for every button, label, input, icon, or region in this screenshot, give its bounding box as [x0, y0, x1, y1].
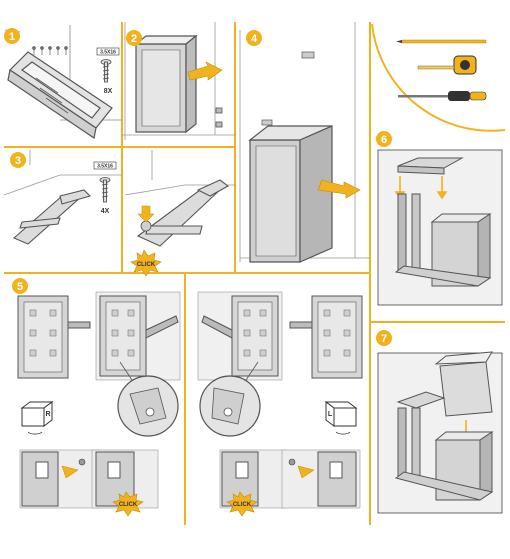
screw-icon — [100, 59, 112, 83]
slide-out-arrow — [317, 179, 361, 199]
step-badge-5: 5 — [12, 278, 28, 294]
svg-text:2: 2 — [131, 33, 137, 45]
step-badges: 1 2 3 4 5 6 7 — [4, 28, 392, 346]
insert-arrow — [187, 61, 223, 81]
bin-lifted — [434, 351, 493, 417]
rotate-left-icon: L — [324, 401, 358, 435]
step-badge-2: 2 — [126, 30, 142, 46]
click-label: CLICK — [137, 262, 156, 268]
click-burst — [130, 249, 162, 277]
panel-step-4 — [239, 22, 370, 263]
click-label: CLICK — [233, 502, 252, 508]
lid-frame — [397, 157, 464, 175]
pullout-frame — [7, 51, 113, 140]
screw-spec-box — [96, 47, 120, 56]
click-label: CLICK — [119, 502, 138, 508]
panel-step-3: 3.5X16 4X — [3, 150, 122, 245]
step-badge-1: 1 — [4, 28, 20, 44]
screw-row — [32, 46, 68, 55]
bin-empty — [134, 34, 198, 134]
step-badge-3: 3 — [10, 152, 26, 168]
svg-text:6: 6 — [381, 134, 387, 146]
screwdriver-icon — [398, 91, 487, 101]
rotate-label-r: R — [45, 411, 50, 418]
tape-measure-icon — [417, 55, 477, 75]
click-burst — [112, 491, 144, 517]
panel-step-3-click: CLICK — [124, 150, 235, 277]
pullout-frame-with-bin — [394, 391, 494, 501]
rail-bracket — [12, 189, 92, 245]
step-badge-7: 7 — [376, 330, 392, 346]
panel-step-6 — [377, 149, 503, 306]
panel-step-5-left-side: L CLICK — [197, 291, 363, 517]
frame-front-view — [99, 295, 179, 377]
screw-spec-size: 3.5X16 — [97, 164, 113, 170]
frame-front-view — [289, 295, 363, 379]
rail-bracket — [136, 179, 230, 247]
svg-text:1: 1 — [9, 31, 15, 43]
panel-step-1: 3.5X16 8X — [4, 25, 122, 140]
svg-text:3: 3 — [15, 155, 21, 167]
panel-step-5-right-side: R CLICK — [17, 291, 181, 517]
frame-front-view — [17, 295, 91, 379]
screw-spec-box — [93, 161, 117, 170]
rotate-label-l: L — [328, 411, 333, 418]
screw-qty: 8X — [104, 88, 113, 95]
click-burst — [226, 491, 258, 517]
svg-text:5: 5 — [17, 281, 23, 293]
pullout-frame-with-bin — [394, 193, 492, 287]
frame-front-view — [201, 295, 279, 377]
detail-zoom-circle — [117, 361, 179, 437]
detail-zoom-circle — [199, 361, 261, 437]
tools-panel — [371, 23, 506, 132]
svg-text:7: 7 — [381, 333, 387, 345]
screw-spec-size: 3.5X16 — [100, 50, 116, 56]
svg-text:4: 4 — [251, 33, 258, 45]
screw-icon — [99, 177, 111, 203]
panel-step-2 — [122, 22, 235, 140]
screw-qty: 4X — [101, 208, 110, 215]
pencil-icon — [396, 39, 487, 44]
bin-in-cabinet — [248, 125, 333, 263]
rotate-right-icon: R — [20, 401, 54, 435]
step-badge-4: 4 — [246, 30, 262, 46]
step-badge-6: 6 — [376, 131, 392, 147]
panel-step-7 — [377, 351, 503, 514]
panel-dividers — [4, 22, 505, 525]
down-arrow — [137, 205, 155, 223]
